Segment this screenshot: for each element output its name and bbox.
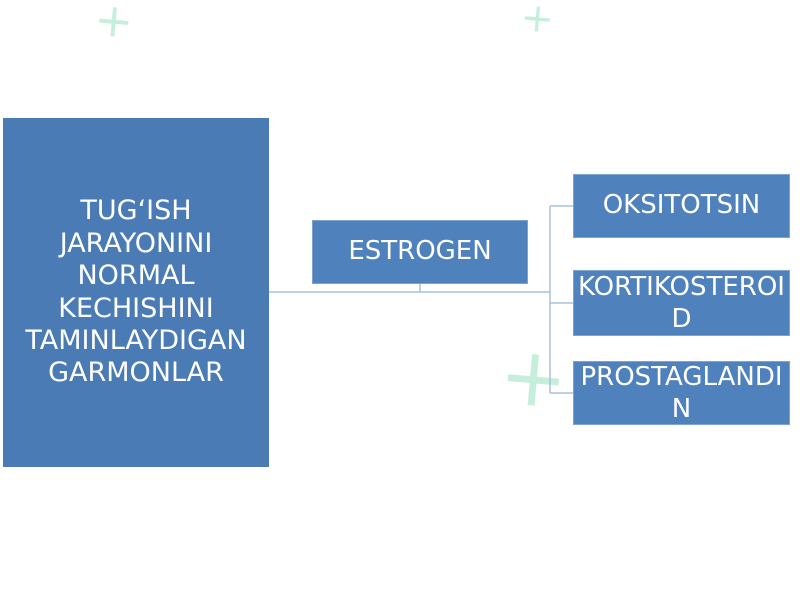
root-node: TUG‘ISH JARAYONINI NORMAL KECHISHINI TAM…: [3, 118, 269, 467]
child-node-prostaglandin: PROSTAGLANDIN: [573, 361, 790, 425]
child-node-kortikosteroid: KORTIKOSTEROID: [573, 270, 790, 336]
estrogen-node-label: ESTROGEN: [348, 236, 492, 267]
child-node-label: OKSITOTSIN: [602, 190, 761, 221]
child-node-label: KORTIKOSTEROID: [578, 271, 785, 335]
child-node-oksitotsin: OKSITOTSIN: [573, 174, 790, 238]
root-node-label: TUG‘ISH JARAYONINI NORMAL KECHISHINI TAM…: [25, 195, 247, 389]
child-node-label: PROSTAGLANDIN: [580, 361, 783, 425]
estrogen-node: ESTROGEN: [312, 220, 528, 284]
